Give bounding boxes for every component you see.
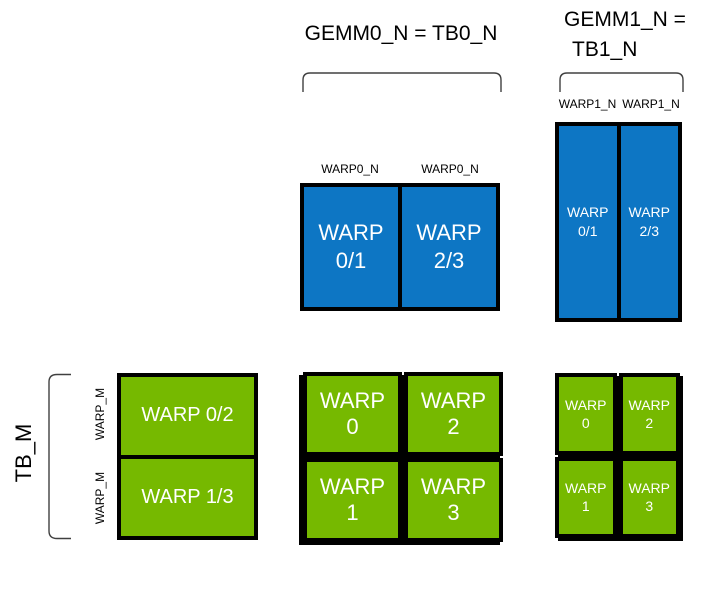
warp-cell-line2: 2/3: [433, 248, 465, 273]
warp-cell-line2: 0/1: [335, 248, 367, 273]
warp-cell-line1: WARP: [565, 480, 607, 497]
warp-cell-line1: WARP: [628, 396, 670, 413]
warp0-n-label-right: WARP0_N: [421, 162, 479, 176]
warp-cell: WARP 0/2: [121, 377, 254, 459]
warp-cell: WARP 0: [303, 372, 402, 456]
warp-cell: WARP 2/3: [402, 187, 496, 307]
left-green-warp-tile: WARP 0/2 WARP 1/3: [117, 373, 258, 540]
warp-cell-line2: 2/3: [639, 223, 659, 239]
warp1-n-label-left: WARP1_N: [558, 97, 617, 111]
warp-m-label-bottom: WARP_M: [93, 471, 107, 525]
warp-cell-line1: WARP: [567, 204, 609, 220]
gemm0-blue-warp-tile: WARP 0/1 WARP 2/3: [300, 183, 500, 311]
warp-cell-line1: WARP: [319, 474, 386, 499]
warp0-n-label-left: WARP0_N: [321, 162, 379, 176]
warp-cell: WARP 3: [404, 458, 503, 542]
warp-cell-line2: 3: [447, 500, 460, 525]
warp-cell-line2: 3: [645, 498, 654, 515]
warp-cell-line2: 0: [581, 414, 590, 431]
warp-cell-line1: WARP: [318, 220, 384, 245]
warp-cell: WARP 0/1: [304, 187, 402, 307]
tb-m-bracket-icon: [48, 373, 71, 540]
warp-cell: WARP 1/3: [141, 485, 234, 508]
warp-cell-line2: 0: [346, 414, 359, 439]
gemm0-n-label: GEMM0_N = TB0_N: [304, 22, 498, 45]
warp-cell-line2: 0/1: [578, 223, 598, 239]
warp-cell-line1: WARP: [628, 204, 670, 220]
warp-cell-line2: 2: [447, 414, 460, 439]
tb-m-label: TB_M: [11, 423, 36, 483]
warp-cell: WARP 0/1: [559, 126, 621, 318]
gemm1-n-label-line1: GEMM1_N =: [564, 8, 686, 31]
warp-cell: WARP 2: [618, 373, 680, 455]
gemm1-blue-warp-tile: WARP 0/1 WARP 2/3: [555, 122, 682, 322]
center-green-warp-tile: WARP 0 WARP 2 WARP 1 WARP 3: [303, 372, 503, 542]
warp1-n-label-right: WARP1_N: [622, 97, 680, 111]
warp-cell-line2: 2: [645, 414, 654, 431]
warp-cell-line1: WARP: [420, 388, 487, 413]
gemm1-n-label-line2: TB1_N: [572, 38, 638, 61]
warp-cell-line1: WARP: [416, 220, 482, 245]
gemm1-n-bracket-icon: [559, 72, 684, 92]
warp-cell: WARP 2: [404, 372, 503, 456]
warp-cell-line2: 1: [581, 498, 590, 515]
warp-cell: WARP 1: [303, 458, 402, 542]
warp-cell-line1: WARP: [319, 388, 386, 413]
warp-m-label-top: WARP_M: [93, 387, 107, 441]
gemm1-n-label: GEMM1_N = TB1_N: [564, 5, 686, 65]
warp-cell-line1: WARP: [420, 474, 487, 499]
right-green-warp-tile: WARP 0 WARP 2 WARP 1 WARP 3: [555, 373, 680, 538]
warp-cell-line1: WARP: [628, 480, 670, 497]
warp-cell-line2: 1: [346, 500, 359, 525]
warp-cell: WARP 2/3: [621, 126, 679, 318]
gemm0-n-bracket-icon: [302, 72, 502, 92]
warp-cell: WARP 0: [555, 373, 617, 455]
warp-cell: WARP 3: [618, 456, 680, 538]
warp-cell: WARP 1: [555, 456, 617, 538]
warp-cell-line1: WARP: [565, 396, 607, 413]
